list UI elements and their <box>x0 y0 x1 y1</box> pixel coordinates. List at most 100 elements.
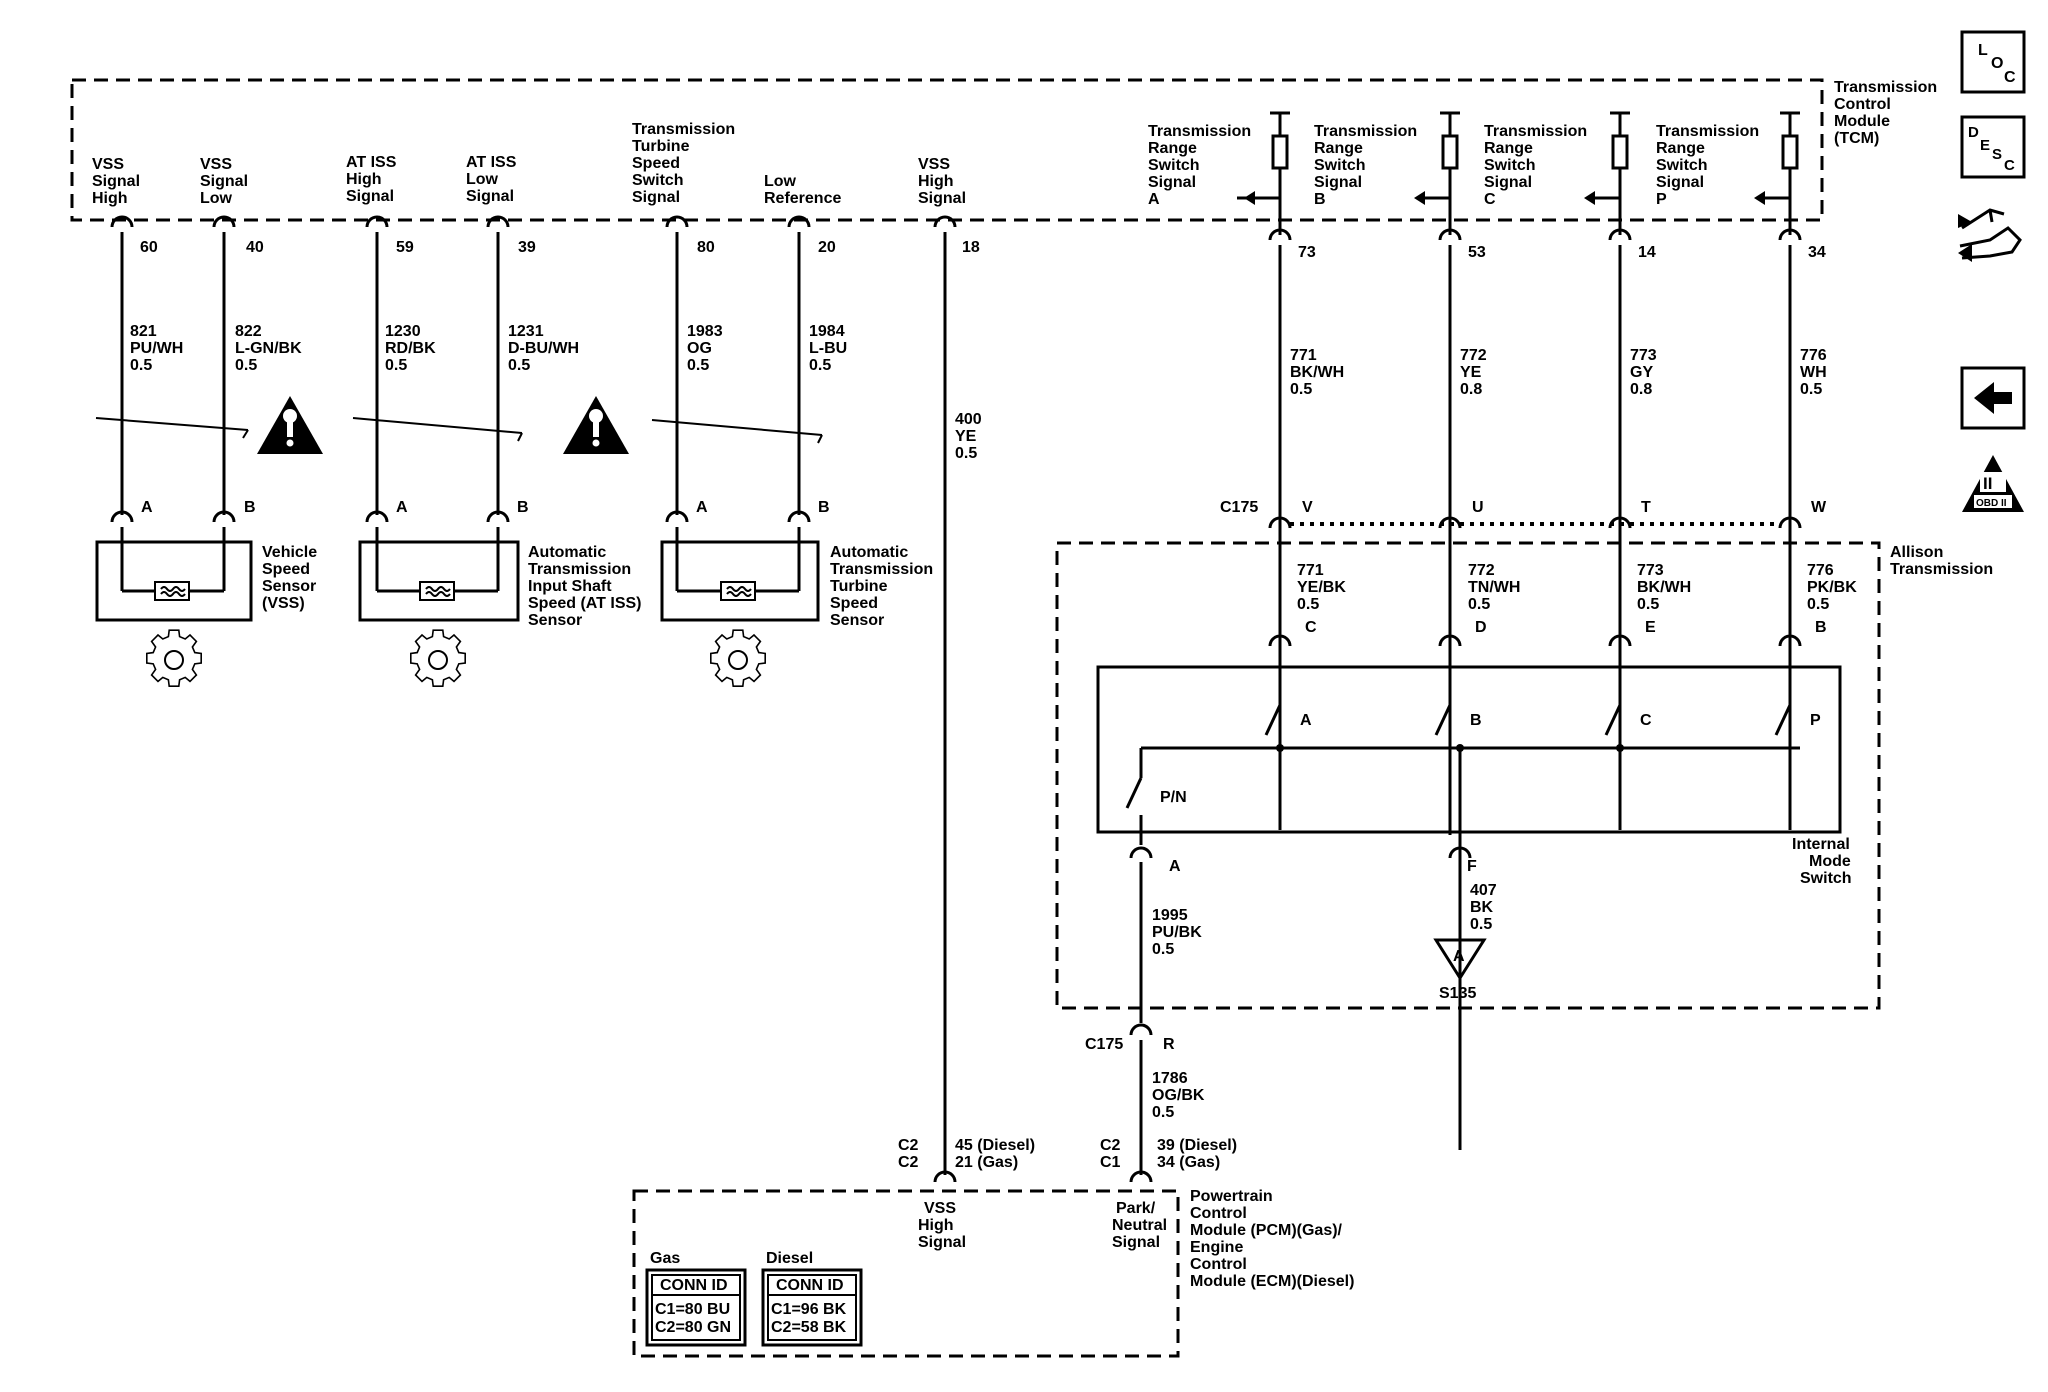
tcm-pin-vss-low: VSS Signal Low <box>200 156 248 207</box>
tcm-name-1: Transmission <box>1834 79 1937 96</box>
circuit-number: 1230 <box>385 323 421 340</box>
pin-label-line: Signal <box>632 189 680 206</box>
wire-color: PK/BK <box>1807 579 1857 596</box>
wire-color: L-BU <box>809 340 847 357</box>
c175-pin: V <box>1302 499 1313 516</box>
wire-size: 0.8 <box>1460 381 1482 398</box>
pcm-pn-label: Neutral <box>1112 1217 1167 1234</box>
circuit-number: 1995 <box>1152 907 1188 924</box>
pin-label-line: Signal <box>200 173 248 190</box>
wire-size: 0.5 <box>1807 596 1829 613</box>
range-connector-cups <box>1268 228 1802 241</box>
warning-icon <box>563 396 629 454</box>
turbine-speed-sensor <box>660 527 820 622</box>
switch-contact-label: C <box>1640 712 1652 729</box>
pcm-vss-conn: C2 <box>898 1154 919 1171</box>
obd-ii-icon[interactable] <box>1962 455 2024 512</box>
gas-conn-id-table <box>645 1268 747 1347</box>
allison-name: Transmission <box>1890 561 1993 578</box>
circuit-number: 1983 <box>687 323 723 340</box>
pin-label-line: Low <box>764 173 797 190</box>
wire-color: GY <box>1630 364 1653 381</box>
back-arrow-button[interactable] <box>1960 366 2026 430</box>
wire-label-1983: 1983 OG 0.5 <box>687 323 723 374</box>
wire-size: 0.5 <box>809 357 831 374</box>
range-label-line: Transmission <box>1656 123 1759 140</box>
sensor-pin-b: B <box>517 499 529 516</box>
wire-color: OG <box>687 340 712 357</box>
wire-color: OG/BK <box>1152 1087 1205 1104</box>
pin-label-line: VSS <box>92 156 124 173</box>
at-iss-sensor-name: Sensor <box>528 612 582 629</box>
internal-mode-switch-name: Switch <box>1800 870 1852 887</box>
diesel-conn-row: C1=96 BK <box>771 1301 847 1318</box>
sensor-pin-a: A <box>396 499 408 516</box>
range-label-line: Signal <box>1314 174 1362 191</box>
circuit-number: 772 <box>1460 347 1487 364</box>
pn-contact-label: P/N <box>1160 789 1187 806</box>
pin-label-line: Speed <box>632 155 680 172</box>
tcm-name-3: Module <box>1834 113 1890 130</box>
pcm-pn-pin: 34 (Gas) <box>1157 1154 1220 1171</box>
c175-lower-label: C175 <box>1085 1036 1123 1053</box>
ground-splice-icon <box>1433 938 1487 981</box>
pin-label-line: Reference <box>764 190 841 207</box>
wire-label-773-lower: 773 BK/WH 0.5 <box>1637 562 1691 613</box>
range-wires <box>1278 245 1792 835</box>
at-iss-sensor-name: Transmission <box>528 561 631 578</box>
pin-label-line: Low <box>200 190 233 207</box>
switch-conn-pin: E <box>1645 619 1656 636</box>
circuit-number: 771 <box>1297 562 1324 579</box>
ground-splice-letter: A <box>1453 948 1465 965</box>
c175-lower-pin: R <box>1163 1036 1175 1053</box>
pcm-vss-pin: 45 (Diesel) <box>955 1137 1035 1154</box>
wire-size: 0.5 <box>1468 596 1490 613</box>
range-label-line: Range <box>1148 140 1197 157</box>
range-label-line: Switch <box>1484 157 1536 174</box>
circuit-number: 776 <box>1800 347 1827 364</box>
pin-label-line: Turbine <box>632 138 690 155</box>
circuit-number: 822 <box>235 323 262 340</box>
pullup-resistor-icons <box>1237 111 1800 235</box>
desc-letter: E <box>1980 137 1990 154</box>
tcm-pin-turbine-speed: Transmission Turbine Speed Switch Signal <box>632 121 735 206</box>
wire-size: 0.5 <box>508 357 530 374</box>
description-view-button[interactable] <box>1960 115 2026 179</box>
circuit-number: 1786 <box>1152 1070 1188 1087</box>
range-label-line: Switch <box>1314 157 1366 174</box>
vss-sensor-name: Speed <box>262 561 310 578</box>
ground-pin: F <box>1467 858 1477 875</box>
pin-label-line: Signal <box>918 190 966 207</box>
wire-color: PU/BK <box>1152 924 1202 941</box>
wire-color: PU/WH <box>130 340 183 357</box>
wire-label-1231: 1231 D-BU/WH 0.5 <box>508 323 579 374</box>
gas-conn-row: C2=80 GN <box>655 1319 731 1336</box>
pcm-name: Module (ECM)(Diesel) <box>1190 1273 1354 1290</box>
connector-end-view-button[interactable] <box>1958 208 2022 262</box>
circuit-number: 772 <box>1468 562 1495 579</box>
gas-conn-row: C1=80 BU <box>655 1301 730 1318</box>
wire-color: YE/BK <box>1297 579 1346 596</box>
c175-pin: U <box>1472 499 1484 516</box>
range-label-line: Transmission <box>1148 123 1251 140</box>
wire-label-822: 822 L-GN/BK 0.5 <box>235 323 302 374</box>
vss-sensor-name: Vehicle <box>262 544 317 561</box>
range-label-line: Signal <box>1148 174 1196 191</box>
pin-number: 53 <box>1468 244 1486 261</box>
range-label-line: B <box>1314 191 1326 208</box>
range-label-line: Range <box>1656 140 1705 157</box>
wire-label-773: 773 GY 0.8 <box>1630 347 1657 398</box>
pcm-vss-label: VSS <box>924 1200 956 1217</box>
sensor-connector-cups <box>110 510 811 523</box>
wire-label-776-lower: 776 PK/BK 0.5 <box>1807 562 1857 613</box>
range-label-line: Transmission <box>1314 123 1417 140</box>
pcm-vss-label: High <box>918 1217 954 1234</box>
circuit-number: 400 <box>955 411 982 428</box>
wire-size: 0.5 <box>1152 1104 1174 1121</box>
location-view-button[interactable] <box>1960 30 2026 94</box>
circuit-number: 773 <box>1630 347 1657 364</box>
wire-size: 0.5 <box>235 357 257 374</box>
at-iss-sensor <box>358 527 520 622</box>
wire-label-400: 400 YE 0.5 <box>955 411 982 462</box>
pcm-module-box <box>632 1189 1180 1358</box>
